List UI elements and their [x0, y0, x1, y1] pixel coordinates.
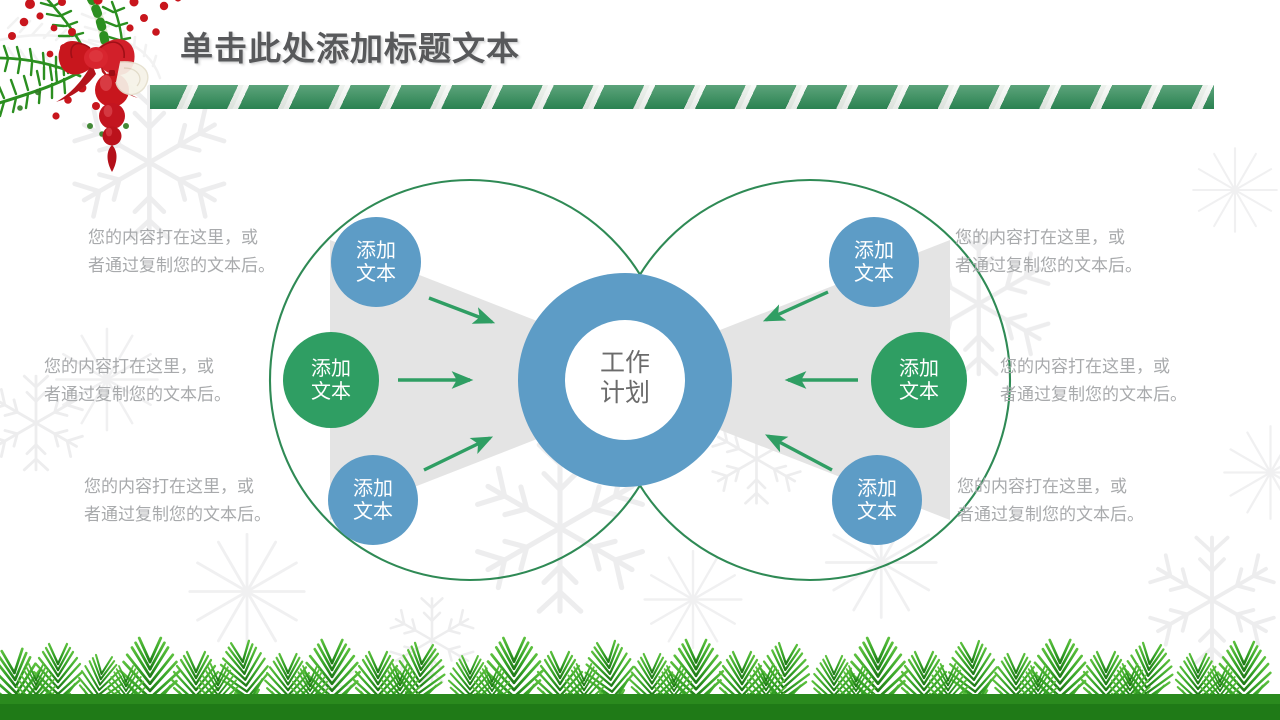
- node-circle-left-bottom: [328, 455, 418, 545]
- body-line2: 者通过复制您的文本后。: [1000, 385, 1187, 405]
- body-line1: 您的内容打在这里，或: [44, 357, 214, 376]
- body-line2: 者通过复制您的文本后。: [84, 505, 271, 525]
- christmas-ornament-decoration: [0, 0, 204, 178]
- center-donut: [518, 273, 732, 487]
- body-line2: 者通过复制您的文本后。: [955, 256, 1142, 276]
- pine-branch-border: [0, 608, 1280, 720]
- body-line2: 者通过复制您的文本后。: [957, 505, 1144, 525]
- body-line1: 您的内容打在这里，或: [88, 228, 258, 247]
- body-line1: 您的内容打在这里，或: [1000, 357, 1170, 376]
- text-block-left-middle[interactable]: 您的内容打在这里，或 者通过复制您的文本后。: [44, 353, 231, 409]
- body-line1: 您的内容打在这里，或: [957, 477, 1127, 496]
- body-line2: 者通过复制您的文本后。: [88, 256, 275, 276]
- node-circle-right-middle: [871, 332, 967, 428]
- body-line1: 您的内容打在这里，或: [84, 477, 254, 496]
- body-line1: 您的内容打在这里，或: [955, 228, 1125, 247]
- node-circle-right-bottom: [832, 455, 922, 545]
- text-block-right-bottom[interactable]: 您的内容打在这里，或 者通过复制您的文本后。: [957, 473, 1144, 529]
- page-title[interactable]: 单击此处添加标题文本: [180, 30, 520, 67]
- text-block-left-top[interactable]: 您的内容打在这里，或 者通过复制您的文本后。: [88, 224, 275, 280]
- text-block-left-bottom[interactable]: 您的内容打在这里，或 者通过复制您的文本后。: [84, 473, 271, 529]
- body-line2: 者通过复制您的文本后。: [44, 385, 231, 405]
- text-block-right-middle[interactable]: 您的内容打在这里，或 者通过复制您的文本后。: [1000, 353, 1187, 409]
- striped-divider-bar: [150, 85, 1214, 109]
- node-circle-right-top: [829, 217, 919, 307]
- node-circle-left-middle: [283, 332, 379, 428]
- node-circle-left-top: [331, 217, 421, 307]
- text-block-right-top[interactable]: 您的内容打在这里，或 者通过复制您的文本后。: [955, 224, 1142, 280]
